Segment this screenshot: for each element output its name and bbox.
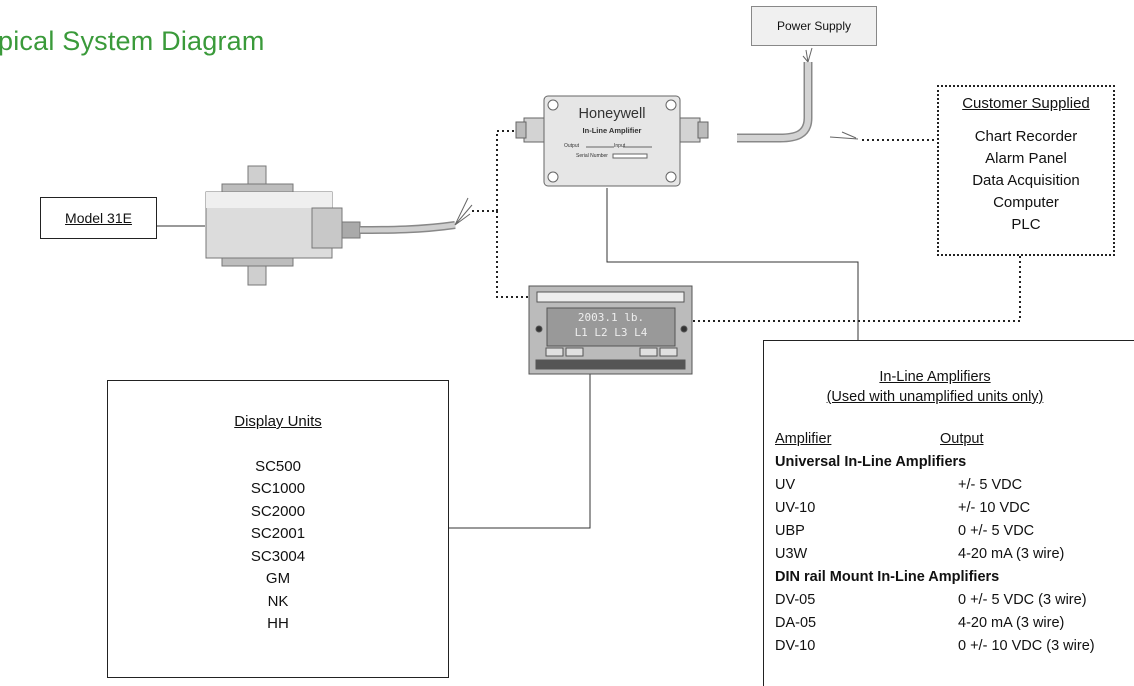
amplifier-to-table-line bbox=[606, 188, 859, 340]
group-heading-label: Universal In-Line Amplifiers bbox=[775, 454, 967, 470]
output-cell: 0 +/- 10 VDC (3 wire) bbox=[958, 638, 1095, 654]
power-supply-label: Power Supply bbox=[776, 19, 852, 33]
display-unit-item: SC3004 bbox=[250, 547, 306, 565]
display-to-customer-connector bbox=[693, 256, 1021, 322]
display-readout: 2003.1 lb. bbox=[577, 311, 645, 324]
inline-amplifiers-subheading: (Used with unamplified units only) bbox=[826, 389, 1044, 405]
amplifier-enclosure bbox=[515, 95, 709, 187]
table-row: UV +/- 5 VDC bbox=[775, 477, 1134, 499]
table-row: UV-10 +/- 10 VDC bbox=[775, 500, 1134, 522]
table-row: UBP 0 +/- 5 VDC bbox=[775, 523, 1134, 545]
amplifier-cell: U3W bbox=[775, 546, 808, 562]
load-cell-image bbox=[205, 165, 361, 286]
load-cell-to-display-connector bbox=[496, 211, 528, 298]
display-indicators: L1 L2 L3 L4 bbox=[574, 326, 648, 339]
customer-item: Data Acquisition bbox=[972, 172, 1080, 189]
amplifier-cell: UBP bbox=[775, 523, 805, 539]
display-unit-item: SC2000 bbox=[250, 502, 306, 520]
customer-item: Alarm Panel bbox=[985, 150, 1067, 167]
table-row: DV-05 0 +/- 5 VDC (3 wire) bbox=[775, 592, 1134, 614]
customer-item: Computer bbox=[993, 194, 1059, 211]
inline-amplifiers-heading: In-Line Amplifiers bbox=[879, 369, 991, 385]
power-cable bbox=[737, 47, 859, 143]
column-header-output: Output bbox=[940, 431, 984, 447]
group-heading-din-rail: DIN rail Mount In-Line Amplifiers bbox=[775, 569, 1134, 591]
display-unit-item: GM bbox=[265, 570, 291, 587]
load-cell-cable bbox=[359, 197, 473, 234]
power-supply-box: Power Supply bbox=[751, 6, 877, 46]
amplifier-name: In-Line Amplifier bbox=[582, 126, 642, 135]
table-row: DA-05 4-20 mA (3 wire) bbox=[775, 615, 1134, 637]
output-cell: 4-20 mA (3 wire) bbox=[958, 615, 1065, 631]
display-to-units-line bbox=[449, 374, 591, 529]
display-unit-device bbox=[528, 285, 693, 375]
customer-supplied-heading: Customer Supplied bbox=[962, 95, 1090, 112]
model-label: Model 31E bbox=[65, 210, 132, 226]
display-units-box: Display Units SC500 SC1000 SC2000 SC2001… bbox=[107, 380, 449, 678]
display-unit-item: SC500 bbox=[255, 457, 301, 475]
group-heading-universal: Universal In-Line Amplifiers bbox=[775, 454, 1134, 476]
table-row: U3W 4-20 mA (3 wire) bbox=[775, 546, 1134, 568]
inline-amplifiers-box: In-Line Amplifiers (Used with unamplifie… bbox=[763, 340, 1134, 686]
page-title: pical System Diagram bbox=[0, 26, 265, 56]
amplifier-brand: Honeywell bbox=[578, 106, 646, 122]
output-cell: +/- 10 VDC bbox=[958, 500, 1031, 516]
display-unit-item: NK bbox=[267, 592, 289, 610]
table-header-row: Amplifier Output bbox=[775, 431, 1134, 453]
display-unit-item: SC1000 bbox=[250, 480, 306, 497]
amplifier-input-label: Input bbox=[614, 143, 626, 149]
amplifier-cell: DV-05 bbox=[775, 592, 816, 608]
amplifier-cell: UV-10 bbox=[775, 500, 816, 516]
output-cell: 0 +/- 5 VDC bbox=[958, 523, 1035, 539]
amplifier-output-label: Output bbox=[564, 143, 580, 149]
amplifier-cell: UV bbox=[775, 477, 796, 493]
output-cell: 0 +/- 5 VDC (3 wire) bbox=[958, 592, 1087, 608]
customer-supplied-box: Customer Supplied Chart Recorder Alarm P… bbox=[937, 85, 1115, 256]
group-heading-label: DIN rail Mount In-Line Amplifiers bbox=[775, 569, 1000, 585]
load-cell-to-amplifier-connector bbox=[472, 130, 515, 212]
amplifier-serial-label: Serial Number bbox=[576, 153, 608, 159]
column-header-amplifier: Amplifier bbox=[775, 431, 832, 447]
model-label-box: Model 31E bbox=[40, 197, 157, 239]
table-row: DV-10 0 +/- 10 VDC (3 wire) bbox=[775, 638, 1134, 660]
display-unit-item: HH bbox=[267, 615, 289, 632]
customer-item: Chart Recorder bbox=[974, 128, 1078, 145]
display-units-heading: Display Units bbox=[234, 413, 322, 430]
amplifier-cell: DA-05 bbox=[775, 615, 817, 631]
customer-item: PLC bbox=[1011, 216, 1041, 233]
output-cell: +/- 5 VDC bbox=[958, 477, 1023, 493]
output-cell: 4-20 mA (3 wire) bbox=[958, 546, 1065, 562]
display-unit-item: SC2001 bbox=[250, 525, 306, 542]
amplifier-cell: DV-10 bbox=[775, 638, 816, 654]
